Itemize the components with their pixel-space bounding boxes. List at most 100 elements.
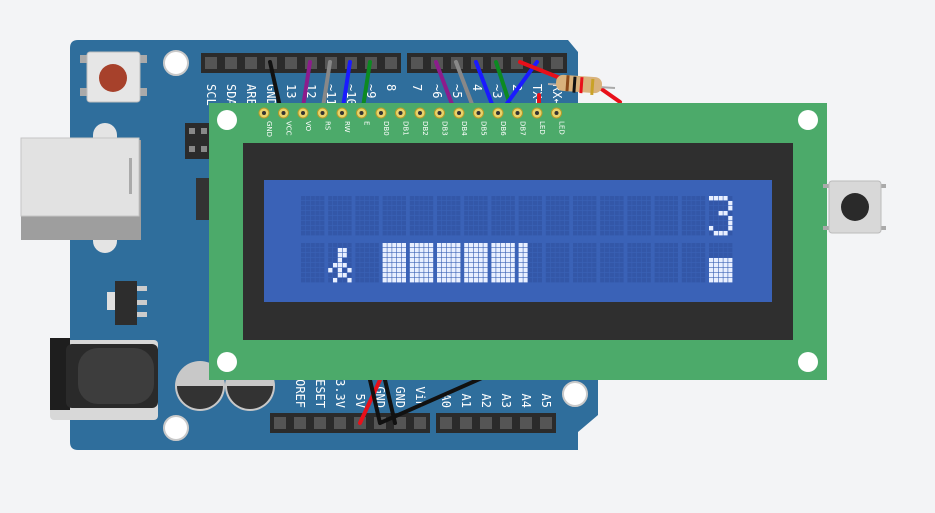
lcd-pin-hole xyxy=(379,111,383,115)
lcd-char-cell xyxy=(464,196,488,236)
header-pin[interactable] xyxy=(385,57,397,69)
lcd-char-cell xyxy=(654,243,678,283)
lcd-char-cell xyxy=(573,243,597,283)
header-pin[interactable] xyxy=(414,417,426,429)
lcd-mount-hole xyxy=(217,110,237,130)
pin-label: ~3 xyxy=(490,84,504,98)
header-pin[interactable] xyxy=(551,57,563,69)
analog-header xyxy=(436,413,556,433)
lcd-pin-hole xyxy=(262,111,266,115)
lcd-pin-label: DB1 xyxy=(402,121,410,136)
header-pin[interactable] xyxy=(520,417,532,429)
lcd-char-cell xyxy=(328,196,352,236)
lcd-char xyxy=(518,243,528,283)
lcd-pin-label: VCC xyxy=(285,121,293,136)
header-pin[interactable] xyxy=(460,417,472,429)
pin-label: ~6 xyxy=(430,84,444,98)
lcd-char-cell xyxy=(491,196,515,236)
chip-component xyxy=(196,178,212,220)
lcd-pin-label: E xyxy=(363,121,371,125)
lcd-pin-label: DB6 xyxy=(499,121,507,136)
header-pin[interactable] xyxy=(511,57,523,69)
lcd-pin-label: DB2 xyxy=(421,121,429,136)
header-pin[interactable] xyxy=(334,417,346,429)
lcd-char xyxy=(437,243,461,283)
lcd-pin-hole xyxy=(281,111,286,115)
mounting-hole xyxy=(163,415,189,441)
lcd-char-cell xyxy=(654,196,678,236)
lcd-char xyxy=(382,243,406,283)
lcd-pin-label: GND xyxy=(265,121,273,137)
pin-label: A3 xyxy=(499,394,513,408)
pin-label: ~5 xyxy=(450,84,464,98)
lcd-pin-label: DB3 xyxy=(441,121,449,136)
pin-label: RESET xyxy=(313,372,327,408)
pin-label: 8 xyxy=(384,84,398,91)
pin-label: GND xyxy=(393,386,407,408)
lcd-char-cell xyxy=(573,196,597,236)
lcd-pin-label: DB5 xyxy=(480,121,488,136)
lcd-pin-hole xyxy=(515,111,520,115)
lcd-char-cell xyxy=(437,196,461,236)
lcd-pin-hole xyxy=(535,111,539,115)
lcd-char xyxy=(709,196,733,236)
lcd-char-cell xyxy=(382,196,406,236)
lcd-pin-label: LED xyxy=(538,121,546,135)
lcd-char-cell xyxy=(627,196,651,236)
lcd-mount-hole xyxy=(217,352,237,372)
lcd-pin-label: RW xyxy=(343,121,351,133)
lcd-pin-hole xyxy=(476,111,481,115)
lcd-pin-label: VO xyxy=(304,121,312,132)
pushbutton[interactable] xyxy=(823,180,886,234)
pin-label: A1 xyxy=(459,394,473,408)
lcd-char-cell xyxy=(518,196,542,236)
lcd-char-cell xyxy=(355,196,379,236)
lcd-pin-hole xyxy=(359,111,364,115)
header-pin[interactable] xyxy=(440,417,452,429)
pin-label: SDA xyxy=(224,84,238,106)
header-pin[interactable] xyxy=(480,417,492,429)
lcd-pin-hole xyxy=(301,111,305,115)
header-pin[interactable] xyxy=(274,417,286,429)
lcd-pin-hole xyxy=(496,111,500,115)
header-pin[interactable] xyxy=(285,57,297,69)
reset-button[interactable] xyxy=(80,51,147,103)
lcd-char-cell xyxy=(627,243,651,283)
header-pin[interactable] xyxy=(205,57,217,69)
lcd-pin-label: RS xyxy=(324,121,332,131)
pin-label: 5V xyxy=(353,394,367,408)
header-pin[interactable] xyxy=(500,417,512,429)
header-pin[interactable] xyxy=(411,57,423,69)
lcd-char-cell xyxy=(301,196,325,236)
mounting-hole xyxy=(562,381,588,407)
pin-label: 3.3V xyxy=(333,379,347,408)
lcd-pin-label: DB4 xyxy=(460,121,468,136)
lcd-char-cell xyxy=(301,243,325,283)
voltage-regulator xyxy=(107,281,147,325)
header-pin[interactable] xyxy=(394,417,406,429)
lcd-pin-hole xyxy=(320,111,325,115)
header-pin[interactable] xyxy=(540,417,552,429)
lcd-row1-digit: 3 xyxy=(0,0,1,1)
lcd-pin-hole xyxy=(340,111,344,115)
lcd-char-cell xyxy=(545,243,570,283)
pin-label: 7 xyxy=(410,84,424,91)
lcd-pin-hole xyxy=(554,111,559,115)
lcd-char-cell xyxy=(355,243,379,283)
pin-label: SCL xyxy=(204,84,218,106)
header-pin[interactable] xyxy=(225,57,237,69)
icsp-header xyxy=(185,123,213,159)
lcd-pin-hole xyxy=(457,111,461,115)
usb-connector xyxy=(20,123,141,253)
dc-power-jack xyxy=(50,338,158,420)
lcd-char xyxy=(709,258,733,283)
lcd-pin-hole xyxy=(437,111,442,115)
header-pin[interactable] xyxy=(294,417,306,429)
lcd-char-cell xyxy=(600,196,624,236)
lcd-char-cell xyxy=(545,196,570,236)
resistor[interactable] xyxy=(547,74,616,96)
header-pin[interactable] xyxy=(245,57,257,69)
header-pin[interactable] xyxy=(314,417,326,429)
